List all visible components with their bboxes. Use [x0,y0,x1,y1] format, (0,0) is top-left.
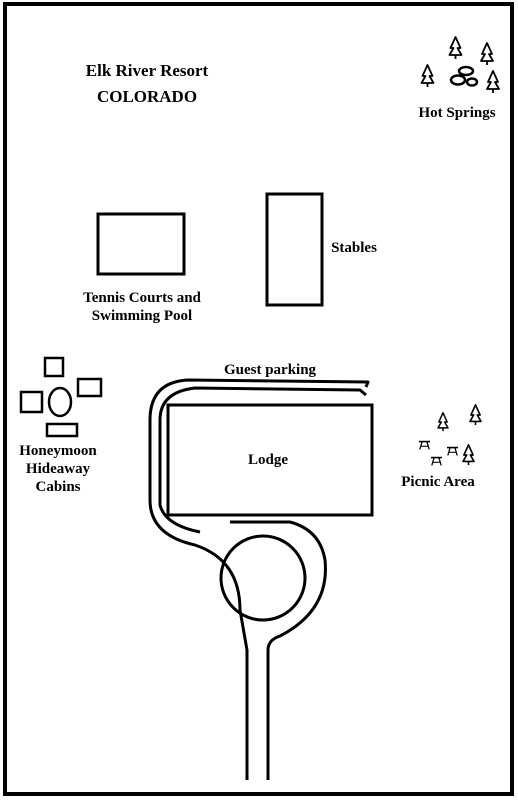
swimming-pool-label: Swimming Pool [92,308,192,324]
pine-tree-icon [469,404,482,426]
stables-building [265,192,324,307]
picnic-table-icon [430,456,443,467]
pine-tree-icon [462,444,475,466]
cabins-label-line2: Hideaway [26,461,91,477]
hot-springs: Hot Springs [418,36,500,121]
picnic-area: Picnic Area [401,404,482,490]
pine-tree-icon [448,36,463,60]
hot-springs-label: Hot Springs [418,105,495,121]
picnic-table-icon [418,440,431,451]
honeymoon-cabins: Honeymoon Hideaway Cabins [19,356,103,495]
hot-tub [47,386,73,418]
cabins-label-line1: Honeymoon [19,443,97,459]
guest-parking-label: Guest parking [224,362,317,378]
cabins-label-line3: Cabins [35,479,80,495]
picnic-area-label: Picnic Area [401,474,475,490]
road-outer-edge [148,378,370,780]
picnic-table-icon [446,446,459,457]
cabin [76,377,103,398]
cabin [19,390,44,414]
lodge-label: Lodge [248,452,288,468]
roundabout-island [219,534,307,622]
road-inner-edge [158,386,367,534]
hot-spring-pool-icon [449,65,479,87]
cabin [45,422,79,438]
tennis-courts-building [96,212,186,276]
pine-tree-icon [420,64,435,88]
pine-tree-icon [437,412,449,432]
stables-label: Stables [331,240,377,256]
map-border [3,2,514,796]
cabin [43,356,65,378]
road-right-edge [230,520,327,651]
tennis-courts-label: Tennis Courts and [83,290,201,306]
pine-tree-icon [486,70,500,94]
map-title: Elk River Resort [86,61,209,80]
lodge-building [166,403,374,517]
pine-tree-icon [480,42,494,66]
map-subtitle: COLORADO [97,87,197,106]
